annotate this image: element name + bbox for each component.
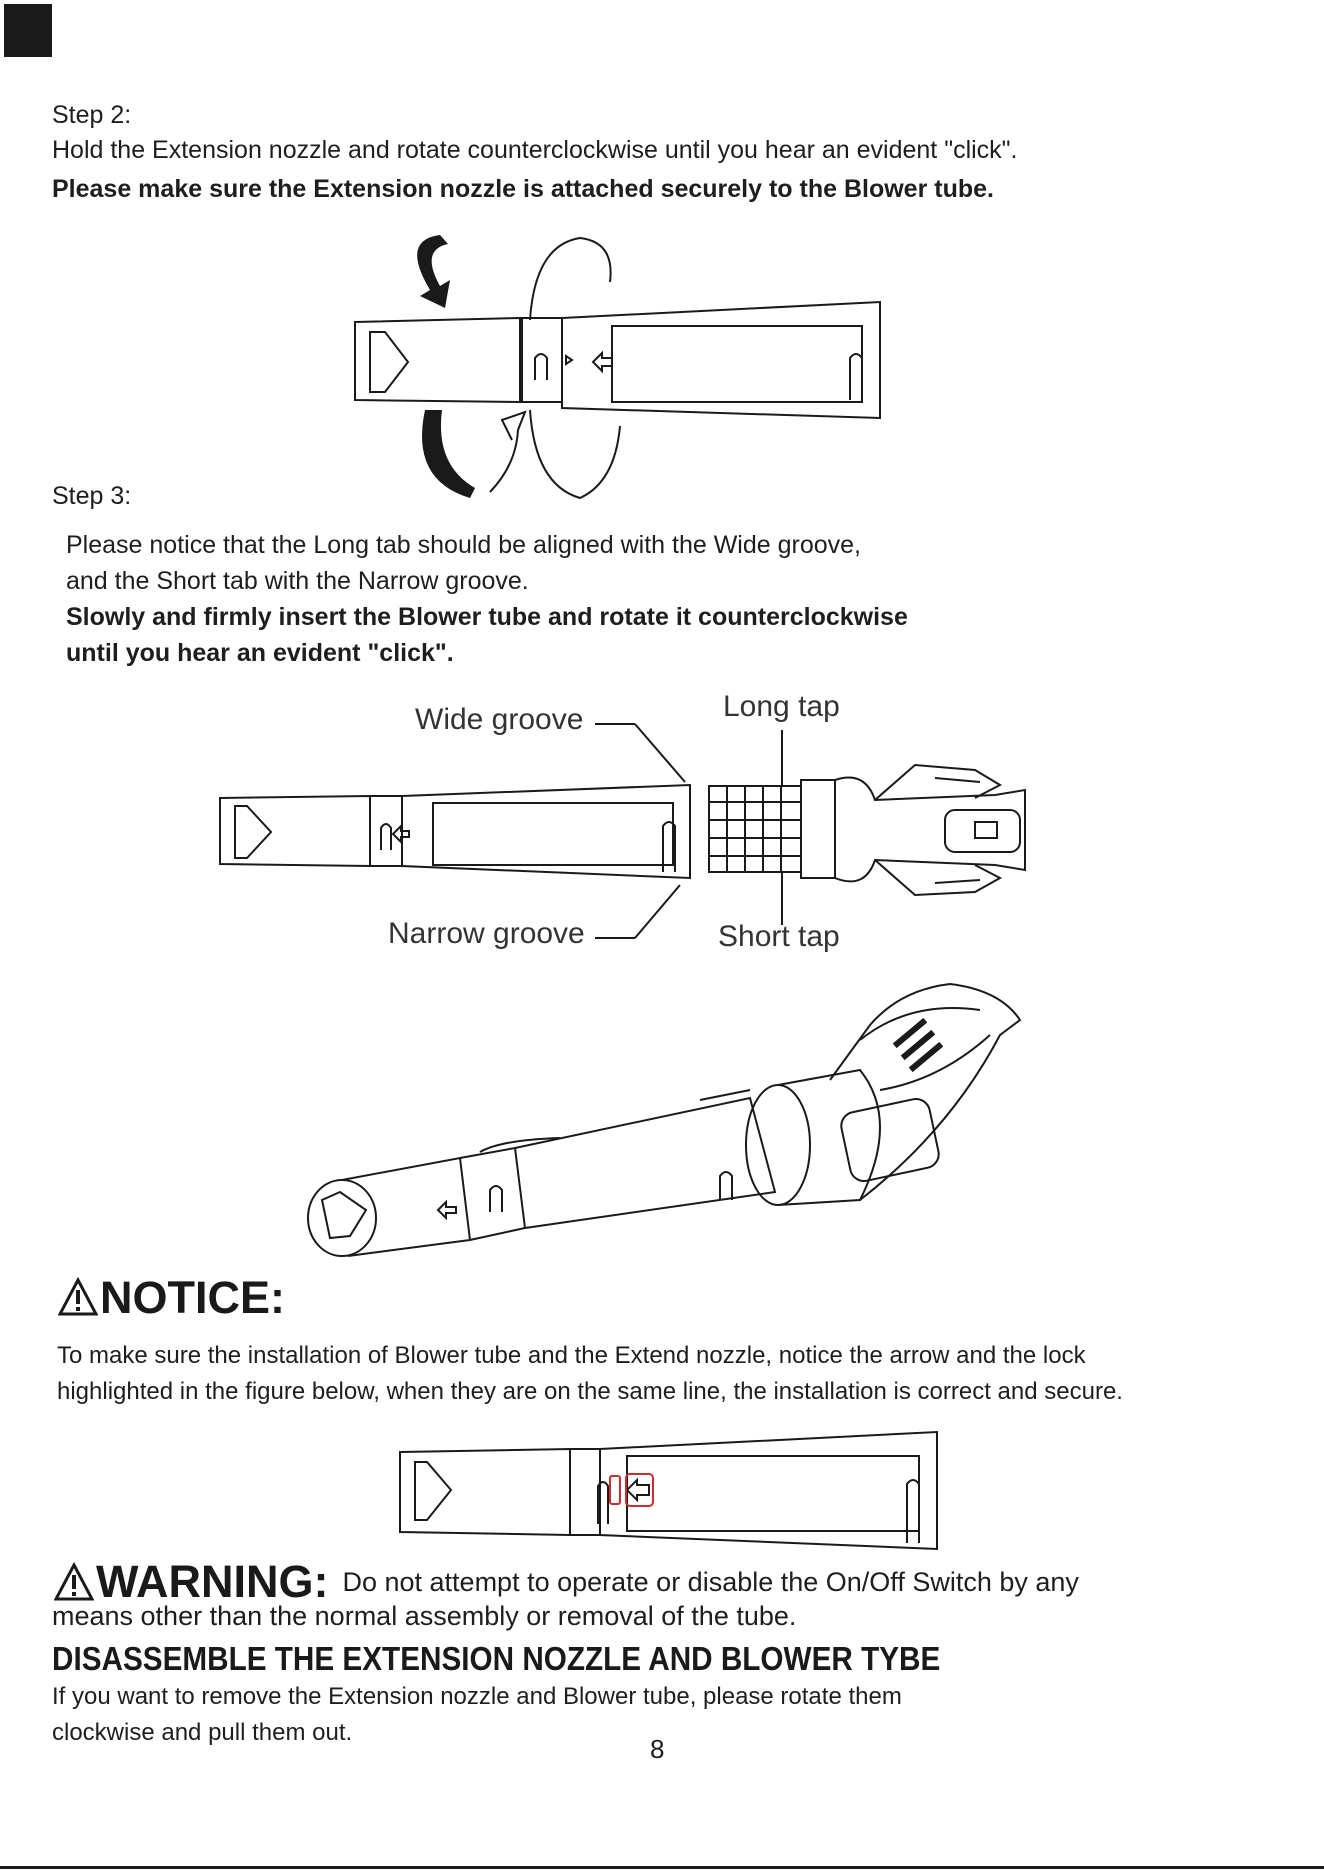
blower-handle (945, 810, 1020, 852)
short-tap-label: Short tap (718, 920, 840, 953)
nozzle-body (355, 318, 520, 402)
narrow-groove-label: Narrow groove (388, 917, 585, 950)
nozzle-mouth (370, 332, 408, 392)
page-tab-marker (4, 4, 52, 57)
arrow-highlight (626, 1474, 653, 1506)
step2-instruction: Hold the Extension nozzle and rotate cou… (52, 136, 1018, 164)
warning-text2: means other than the normal assembly or … (52, 1601, 797, 1631)
tube-section (515, 1098, 775, 1228)
coupling-ring (522, 318, 562, 402)
rotate-nozzle-figure (340, 235, 900, 505)
blower-collar (801, 780, 835, 878)
motor-collar (746, 1085, 810, 1205)
notice-line2: highlighted in the figure below, when th… (57, 1378, 1123, 1405)
blower-tube (562, 302, 880, 418)
step3-line1: Please notice that the Long tab should b… (66, 531, 861, 559)
warning-text1: Do not attempt to operate or disable the… (342, 1566, 1079, 1597)
lock-tab-a (535, 354, 547, 380)
tube-arrow-mark (627, 1480, 649, 1500)
nozzle-outlet (308, 1180, 376, 1256)
lock-tab-b (850, 354, 862, 400)
step3-label: Step 3: (52, 482, 132, 510)
step3-line2: and the Short tab with the Narrow groove… (66, 567, 529, 595)
wide-groove-label: Wide groove (415, 703, 584, 736)
notice-line1: To make sure the installation of Blower … (57, 1342, 1086, 1369)
warning-triangle-icon (54, 1562, 94, 1601)
nozzle-section (342, 1158, 470, 1256)
page-number: 8 (650, 1734, 665, 1764)
tube-piece (600, 1432, 937, 1549)
step2-emphasis: Please make sure the Extension nozzle is… (52, 175, 994, 203)
blower-housing (835, 778, 1025, 882)
long-tap-label: Long tap (723, 690, 840, 723)
battery-pack (839, 1096, 942, 1183)
step3-line4: until you hear an evident "click". (66, 639, 454, 667)
align-arrow (593, 353, 612, 371)
blower-grille (709, 786, 801, 872)
lock-highlight (610, 1476, 620, 1504)
insert-tube-figure (215, 700, 1115, 960)
warning-title: WARNING: (96, 1556, 329, 1607)
notice-heading: NOTICE: (58, 1272, 285, 1324)
warning-heading: WARNING: Do not attempt to operate or dis… (54, 1556, 1079, 1608)
rotate-arrow-top (417, 235, 450, 308)
warning-triangle-icon (58, 1277, 98, 1316)
step2-label: Step 2: (52, 101, 132, 129)
disassemble-heading: DISASSEMBLE THE EXTENSION NOZZLE AND BLO… (52, 1640, 941, 1677)
step3-line3: Slowly and firmly insert the Blower tube… (66, 603, 908, 631)
notice-title: NOTICE: (100, 1272, 285, 1323)
bottom-rule (0, 1866, 1324, 1869)
tube-arrow (393, 826, 409, 842)
assembled-blower-figure (300, 980, 1040, 1260)
alignment-highlight-figure (395, 1428, 940, 1553)
disassemble-line2: clockwise and pull them out. (52, 1719, 353, 1746)
disassemble-line1: If you want to remove the Extension nozz… (52, 1683, 902, 1710)
rotate-arrow-bottom (422, 410, 475, 498)
